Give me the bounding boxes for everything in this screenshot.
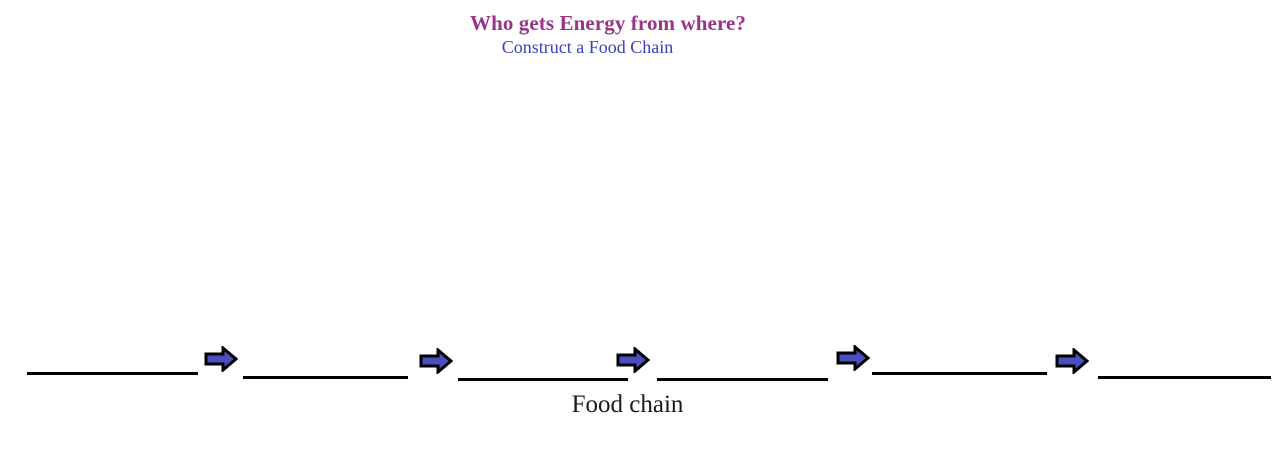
food-chain-blank-2[interactable] [243,376,408,379]
food-chain-blank-4[interactable] [657,378,828,381]
food-chain-blank-6[interactable] [1098,376,1271,379]
blank-work-area [0,64,1283,330]
food-chain-blank-5[interactable] [872,372,1047,375]
page-subtitle: Construct a Food Chain [501,37,674,57]
food-chain-caption: Food chain [571,391,684,418]
right-arrow-icon [836,345,870,371]
food-chain-blank-1[interactable] [27,372,198,375]
right-arrow-icon [1055,348,1089,374]
food-chain-row [0,330,1283,390]
page-title: Who gets Energy from where? [469,11,747,35]
food-chain-blank-3[interactable] [458,378,628,381]
right-arrow-icon [616,347,650,373]
right-arrow-icon [419,348,453,374]
right-arrow-icon [204,346,238,372]
